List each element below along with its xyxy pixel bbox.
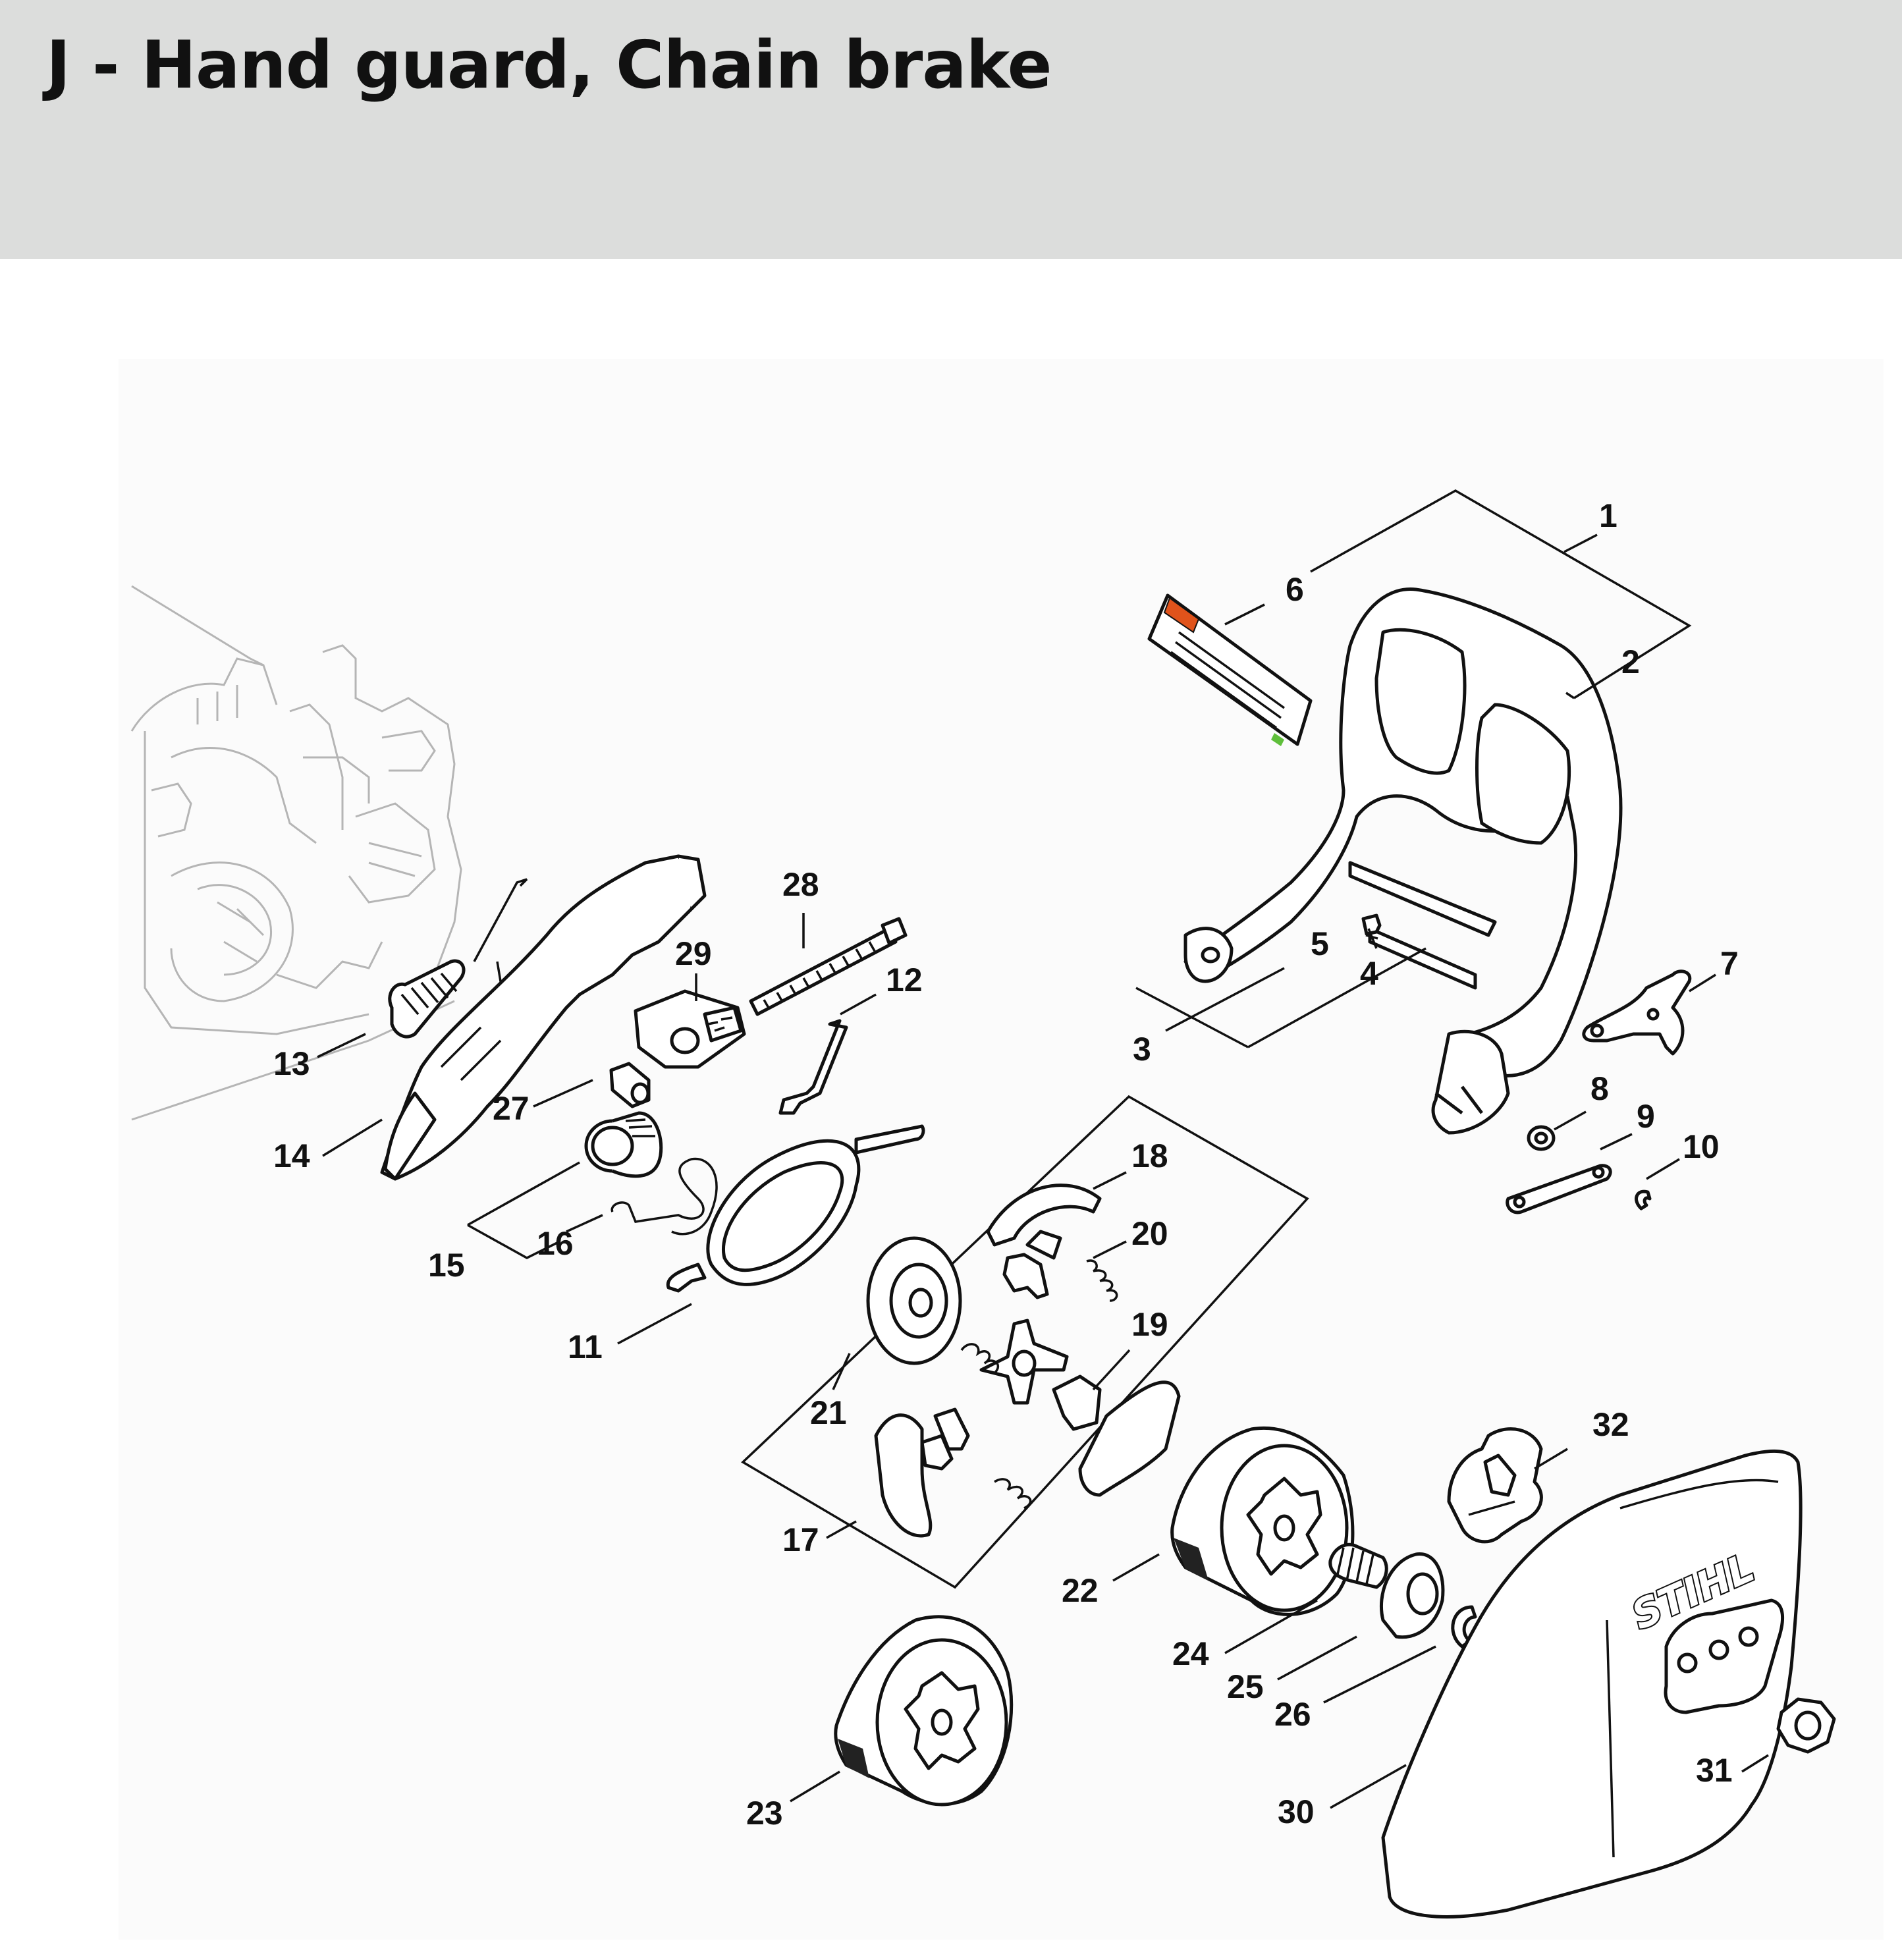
callout-21: 21 (810, 1394, 847, 1431)
washer-large (1379, 1552, 1445, 1639)
wire-clip (778, 1019, 848, 1115)
e-clip (1635, 1189, 1652, 1211)
bracket (634, 989, 746, 1069)
callout-7: 7 (1720, 945, 1739, 982)
page-title: J - Hand guard, Chain brake (46, 26, 1052, 103)
hand-guard (1183, 587, 1623, 1135)
callout-4: 4 (1360, 955, 1378, 992)
screw (1361, 913, 1382, 949)
callout-5: 5 (1311, 925, 1329, 962)
chain-catcher (1447, 1427, 1543, 1544)
chainsaw-body-outline (130, 585, 462, 1121)
callout-11: 11 (568, 1328, 603, 1365)
needle-cage (1328, 1542, 1388, 1589)
callout-1: 1 (1599, 497, 1617, 534)
fitting (609, 1062, 651, 1108)
callout-30: 30 (1278, 1793, 1315, 1830)
callout-14: 14 (273, 1137, 310, 1174)
callout-31: 31 (1696, 1752, 1733, 1789)
callout-23: 23 (746, 1795, 783, 1832)
brake-band (666, 1124, 925, 1293)
callout-22: 22 (1062, 1572, 1099, 1609)
callout-labels: 1 2 3 4 5 6 7 8 9 10 11 12 13 14 15 16 1… (273, 497, 1739, 1832)
clutch-assembly (741, 1095, 1309, 1589)
callout-2: 2 (1621, 643, 1640, 680)
callout-28: 28 (782, 866, 819, 903)
callout-29: 29 (675, 935, 712, 972)
collar-nut (1776, 1697, 1836, 1754)
washer (1527, 1125, 1556, 1151)
sleeve (584, 1111, 663, 1178)
callout-18: 18 (1131, 1137, 1168, 1174)
page-header: J - Hand guard, Chain brake (0, 0, 1902, 259)
link (1506, 1164, 1612, 1214)
callout-16: 16 (537, 1225, 574, 1262)
brake-lever (1582, 969, 1692, 1056)
callout-6: 6 (1286, 571, 1304, 608)
callout-8: 8 (1590, 1070, 1609, 1107)
warning-label (1147, 593, 1313, 746)
e-clip-large (1451, 1605, 1477, 1648)
callout-25: 25 (1227, 1668, 1264, 1705)
callout-12: 12 (886, 962, 923, 998)
leader-lines (317, 489, 1769, 1809)
callout-17: 17 (782, 1521, 819, 1558)
callout-19: 19 (1131, 1306, 1168, 1343)
callout-10: 10 (1683, 1128, 1720, 1165)
clutch-drum-rim-sprocket (1170, 1427, 1355, 1616)
sprocket-cover: STIHL (1381, 1449, 1803, 1919)
callout-26: 26 (1274, 1696, 1311, 1733)
callout-3: 3 (1133, 1031, 1151, 1068)
callout-32: 32 (1592, 1406, 1629, 1443)
wire-spring (611, 1157, 718, 1236)
callout-24: 24 (1172, 1635, 1209, 1672)
clutch-drum-spur-sprocket (834, 1615, 1014, 1807)
adjusting-screw (749, 917, 908, 1016)
callout-15: 15 (428, 1247, 465, 1284)
callout-13: 13 (273, 1045, 310, 1082)
callout-27: 27 (493, 1090, 530, 1127)
callout-20: 20 (1131, 1215, 1168, 1252)
callout-9: 9 (1637, 1098, 1655, 1135)
brake-housing (380, 854, 707, 1181)
